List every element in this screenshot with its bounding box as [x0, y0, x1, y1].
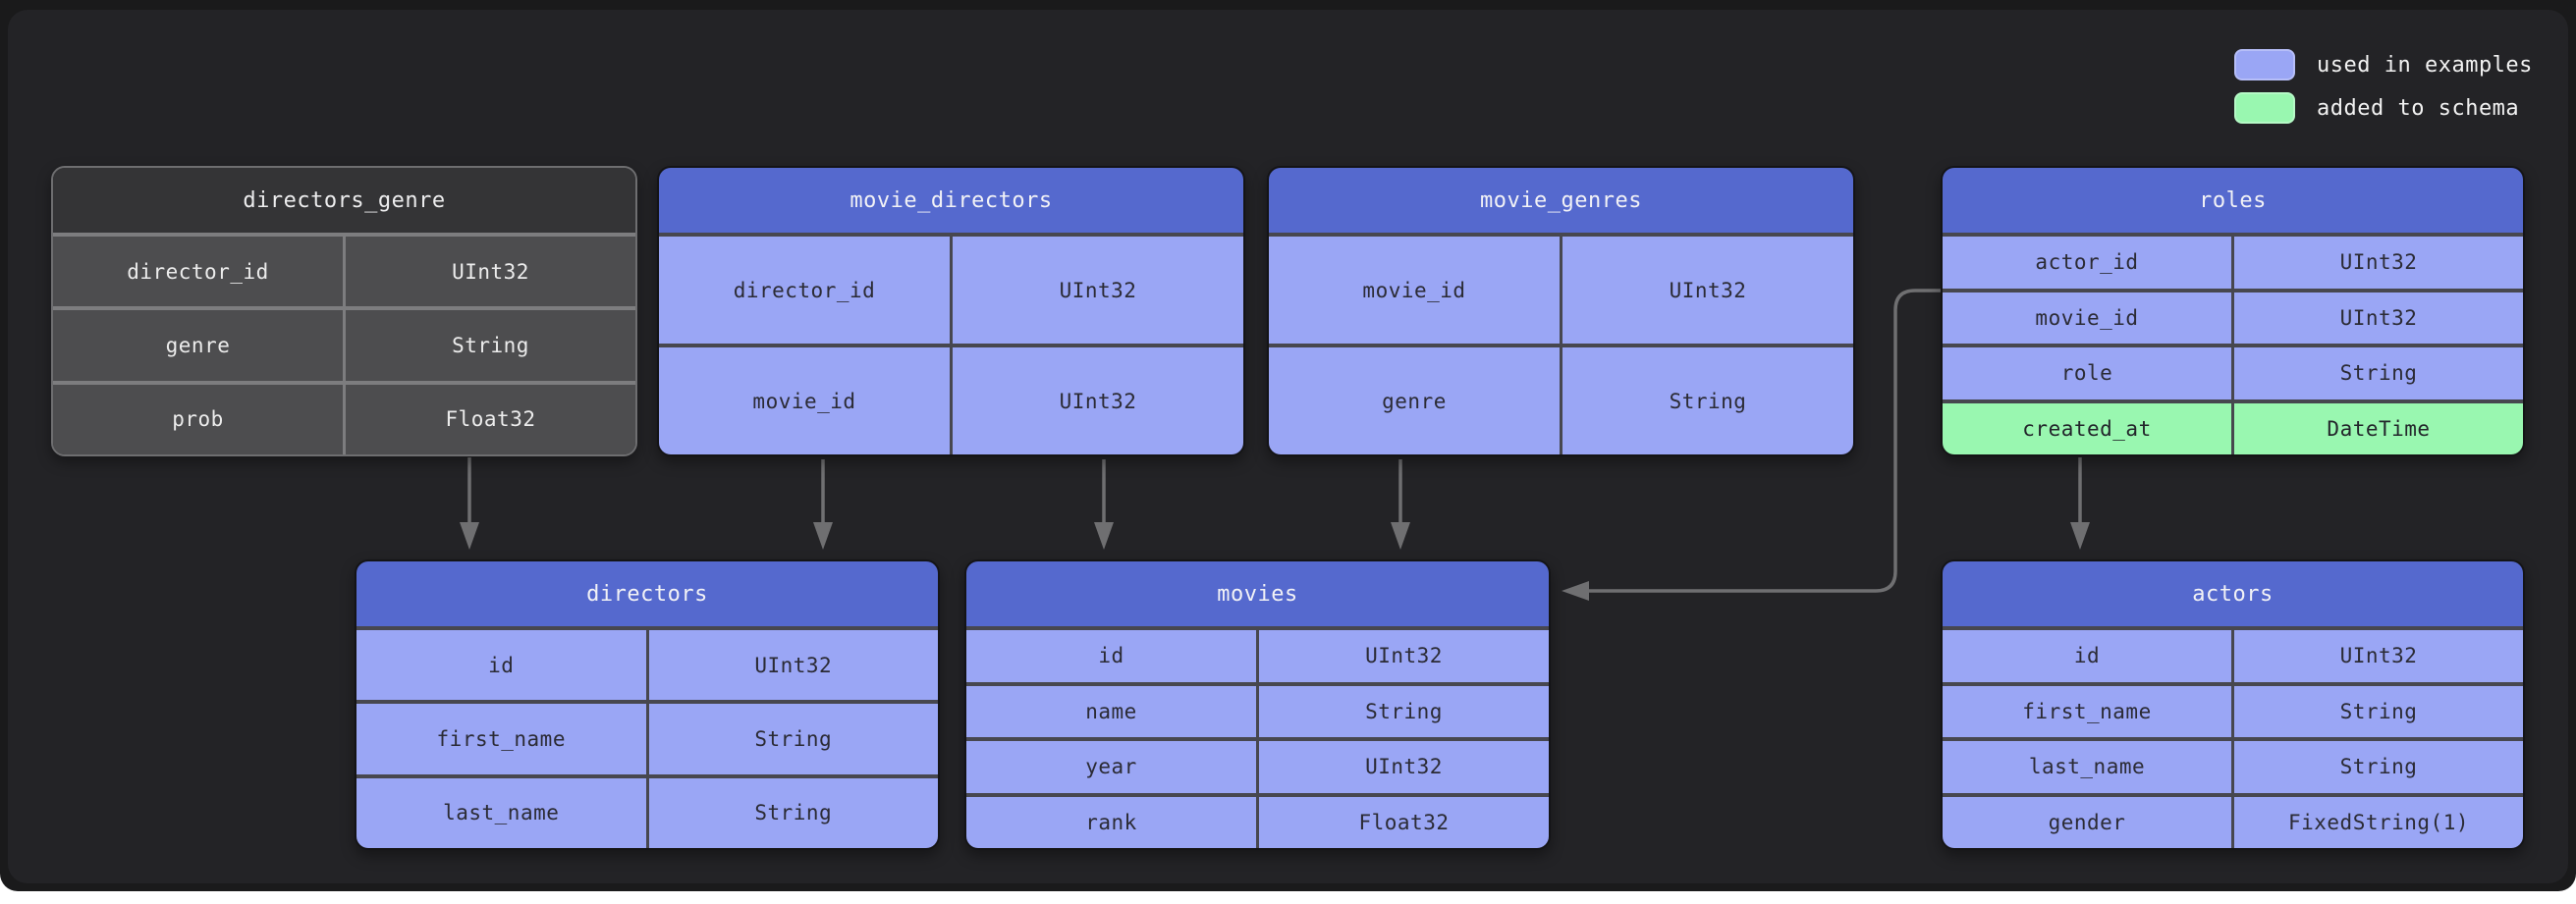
- table-row: director_id UInt32: [53, 237, 635, 307]
- field-type: UInt32: [950, 347, 1243, 454]
- table-body: id UInt32 first_name String last_name St…: [1943, 626, 2523, 848]
- table-body: id UInt32 first_name String last_name St…: [356, 626, 938, 848]
- legend-item-added-to-schema: added to schema: [2234, 92, 2533, 124]
- legend-swatch-green: [2234, 92, 2295, 124]
- table-movie-directors: movie_directors director_id UInt32 movie…: [657, 166, 1245, 456]
- field-name: director_id: [733, 278, 876, 302]
- table-row: role String: [1943, 344, 2523, 399]
- table-title: directors: [356, 561, 938, 626]
- table-row: year UInt32: [966, 737, 1549, 793]
- table-row: name String: [966, 681, 1549, 737]
- table-row: last_name String: [1943, 737, 2523, 793]
- table-row: movie_id UInt32: [1269, 237, 1853, 344]
- table-title: roles: [1943, 168, 2523, 233]
- table-title: actors: [1943, 561, 2523, 626]
- field-type: Float32: [343, 384, 635, 454]
- field-type: UInt32: [2231, 237, 2523, 289]
- field-name: id: [1098, 644, 1124, 668]
- table-row: last_name String: [356, 773, 939, 848]
- field-type: UInt32: [343, 237, 635, 307]
- field-name: prob: [172, 407, 224, 432]
- legend: used in examples added to schema: [2234, 49, 2533, 135]
- table-movie-genres: movie_genres movie_id UInt32 genre Strin…: [1267, 166, 1855, 456]
- field-name: role: [2060, 361, 2113, 386]
- field-name: movie_id: [2035, 305, 2139, 330]
- field-type: UInt32: [645, 630, 939, 701]
- table-row: id UInt32: [1943, 630, 2523, 682]
- field-type: Float32: [1256, 796, 1549, 848]
- table-row: id UInt32: [966, 630, 1549, 682]
- table-body: id UInt32 name String year UInt32 rank F…: [966, 626, 1549, 848]
- field-type: String: [645, 704, 939, 774]
- field-type: FixedString(1): [2231, 796, 2523, 848]
- field-name: movie_id: [752, 389, 856, 413]
- table-roles: roles actor_id UInt32 movie_id UInt32 ro…: [1941, 166, 2525, 456]
- field-name: last_name: [2028, 755, 2146, 779]
- field-type: DateTime: [2231, 402, 2523, 454]
- field-name: genre: [1382, 389, 1447, 413]
- table-body: actor_id UInt32 movie_id UInt32 role Str…: [1943, 233, 2523, 454]
- table-body: director_id UInt32 genre String prob Flo…: [53, 233, 635, 454]
- field-name: actor_id: [2035, 250, 2139, 275]
- field-type: String: [2231, 685, 2523, 737]
- field-type: UInt32: [1256, 741, 1549, 793]
- field-type: String: [343, 310, 635, 381]
- field-name: director_id: [127, 259, 269, 284]
- field-name: id: [2073, 644, 2101, 668]
- field-type: UInt32: [1256, 630, 1549, 682]
- field-type: String: [2231, 741, 2523, 793]
- table-directors-genre: directors_genre director_id UInt32 genre…: [51, 166, 637, 456]
- table-movies: movies id UInt32 name String year UInt32…: [964, 559, 1551, 850]
- table-title: directors_genre: [53, 168, 635, 233]
- field-name: last_name: [443, 801, 560, 825]
- field-name: first_name: [436, 726, 566, 751]
- field-type: UInt32: [950, 237, 1243, 344]
- legend-item-used-in-examples: used in examples: [2234, 49, 2533, 80]
- table-row: director_id UInt32: [659, 237, 1243, 344]
- field-type: String: [2231, 347, 2523, 399]
- table-row: rank Float32: [966, 792, 1549, 848]
- table-title: movie_genres: [1269, 168, 1853, 233]
- legend-label: used in examples: [2317, 52, 2533, 78]
- field-type: UInt32: [2231, 292, 2523, 344]
- field-name: gender: [2048, 810, 2126, 834]
- table-row: first_name String: [356, 700, 939, 774]
- field-type: String: [1256, 685, 1549, 737]
- field-name: movie_id: [1362, 278, 1466, 302]
- legend-label: added to schema: [2317, 95, 2520, 121]
- field-name: id: [488, 653, 515, 677]
- table-row: id UInt32: [356, 630, 939, 701]
- field-name: name: [1085, 699, 1137, 723]
- table-body: movie_id UInt32 genre String: [1269, 233, 1853, 454]
- table-row: first_name String: [1943, 681, 2523, 737]
- table-row: genre String: [1269, 344, 1853, 454]
- field-name: year: [1085, 755, 1137, 779]
- field-type: UInt32: [2231, 630, 2523, 682]
- field-name: rank: [1085, 810, 1137, 834]
- field-name: created_at: [2022, 416, 2152, 441]
- field-name: genre: [165, 333, 231, 357]
- table-row: prob Float32: [53, 380, 635, 454]
- table-row: movie_id UInt32: [659, 344, 1243, 454]
- table-title: movies: [966, 561, 1549, 626]
- table-row: movie_id UInt32: [1943, 288, 2523, 344]
- table-title: movie_directors: [659, 168, 1243, 233]
- table-row-added-to-schema: created_at DateTime: [1943, 399, 2523, 454]
- table-actors: actors id UInt32 first_name String last_…: [1941, 559, 2525, 850]
- table-row: gender FixedString(1): [1943, 792, 2523, 848]
- field-type: String: [645, 777, 939, 848]
- field-type: UInt32: [1560, 237, 1853, 344]
- table-row: actor_id UInt32: [1943, 237, 2523, 289]
- table-body: director_id UInt32 movie_id UInt32: [659, 233, 1243, 454]
- legend-swatch-blue: [2234, 49, 2295, 80]
- table-directors: directors id UInt32 first_name String la…: [355, 559, 940, 850]
- table-row: genre String: [53, 306, 635, 381]
- field-name: first_name: [2022, 699, 2152, 723]
- field-type: String: [1560, 347, 1853, 454]
